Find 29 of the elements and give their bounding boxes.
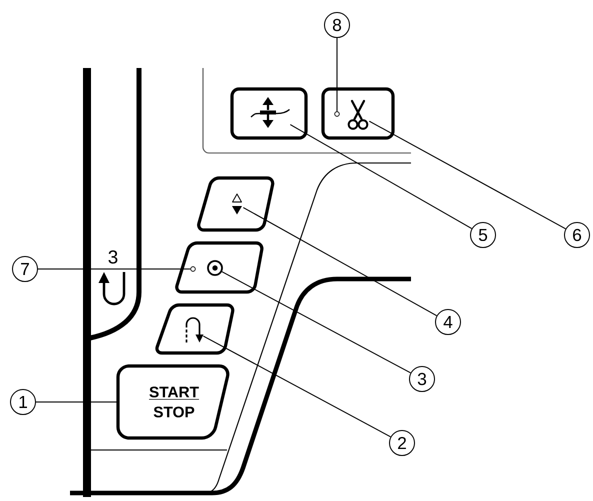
leader-line — [221, 271, 412, 374]
leader-line — [38, 268, 191, 270]
reverse-arrow-icon — [186, 317, 204, 342]
callout-number: 8 — [324, 12, 350, 38]
leader-line — [202, 336, 392, 438]
leader-line — [242, 207, 438, 316]
panel-button — [230, 87, 308, 140]
number-label: 3 — [108, 250, 118, 264]
callout-number: 4 — [435, 309, 461, 335]
callout-number: 1 — [10, 389, 36, 415]
indicator-light — [334, 111, 340, 117]
presser-foot-icon — [250, 97, 290, 128]
callout-number: 6 — [564, 222, 590, 248]
up-down-arrows-icon — [232, 194, 242, 214]
callout-number: 5 — [470, 222, 496, 248]
indicator-light — [190, 266, 196, 272]
callout-number: 3 — [409, 366, 435, 392]
scissors-icon — [348, 100, 368, 130]
panel-button — [321, 87, 395, 140]
target-icon — [207, 260, 223, 276]
panel-button — [175, 241, 264, 294]
callout-number: 7 — [12, 256, 38, 282]
panel-button — [197, 176, 274, 232]
callout-number: 2 — [389, 430, 415, 456]
leader-line — [368, 120, 566, 230]
start-stop-button: START STOP — [116, 364, 230, 440]
panel-button — [155, 303, 234, 355]
leader-line — [336, 38, 338, 112]
leader-line — [290, 124, 472, 230]
